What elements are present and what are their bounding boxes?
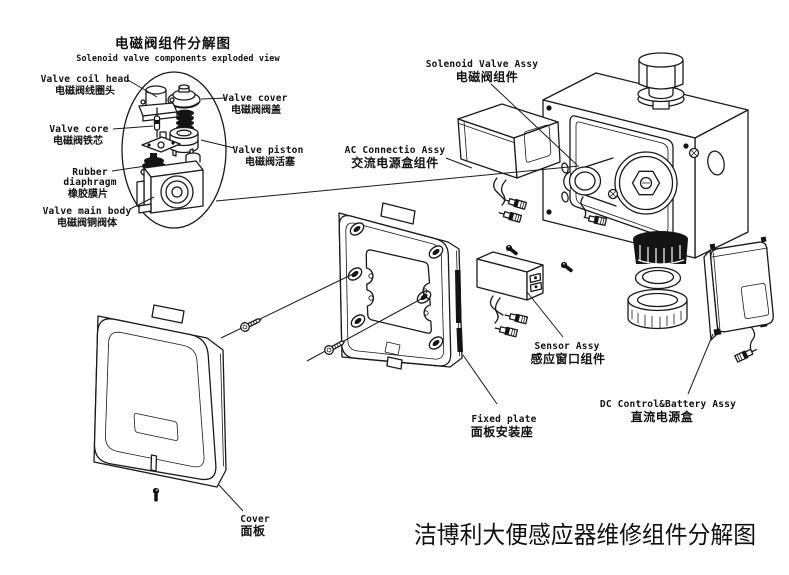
label-cover-en: Cover xyxy=(240,514,270,525)
sensor-window xyxy=(133,413,179,441)
solenoid-valve-box xyxy=(542,52,749,330)
sensor-box xyxy=(476,243,575,338)
valve-main-body-part xyxy=(136,152,204,214)
label-valve-piston-cn: 电磁阀活塞 xyxy=(245,155,296,168)
label-valve-core-cn: 电磁阀铁芯 xyxy=(53,134,103,147)
phillips-screw xyxy=(688,147,700,159)
valve-wire xyxy=(580,196,587,218)
label-rubber-en1: Rubber xyxy=(72,167,108,178)
valve-core-part xyxy=(153,107,161,138)
valve-cavity xyxy=(561,115,700,240)
labels: 电磁阀组件分解图 Solenoid valve components explo… xyxy=(41,35,756,549)
label-valve-cover-en: Valve cover xyxy=(222,93,287,104)
o-ring xyxy=(634,266,682,290)
label-main-body-en: Valve main body xyxy=(43,206,132,217)
label-sensor-assy-en: Sensor Assy xyxy=(534,341,599,352)
valve-cover-part xyxy=(167,84,201,109)
cover-screw xyxy=(152,487,160,502)
sensor-screw xyxy=(504,243,520,257)
inset-ellipse xyxy=(121,71,227,229)
ac-connector xyxy=(497,208,523,223)
label-ac-assy-en: AC Connectio Assy xyxy=(345,145,446,156)
label-sensor-assy-cn: 感应窗口组件 xyxy=(530,351,605,366)
dc-wire xyxy=(749,326,756,352)
valve-piston-part xyxy=(169,126,199,157)
sensor-connector xyxy=(493,324,519,338)
plate-slots xyxy=(347,222,444,350)
ac-wire xyxy=(493,177,505,200)
cover-part xyxy=(93,304,227,488)
phillips-screw xyxy=(607,188,619,200)
ac-connection-box xyxy=(457,103,561,223)
label-main-body-cn: 电磁阀铜阀体 xyxy=(57,216,118,229)
plate-cutout xyxy=(365,249,432,334)
inlet-hex-fitting xyxy=(637,52,685,110)
label-solenoid-assy-cn: 电磁阀组件 xyxy=(456,69,519,84)
valve-bracket-part xyxy=(141,131,181,153)
label-fixed-plate-cn: 面板安装座 xyxy=(471,424,534,439)
sensor-screw xyxy=(559,260,575,274)
dc-control-box xyxy=(703,236,774,363)
ac-connector xyxy=(502,195,528,210)
fixed-plate-part xyxy=(338,202,463,370)
sensor-connector xyxy=(503,311,529,325)
solenoid-exploded-inset xyxy=(121,71,227,229)
sensor-wire xyxy=(494,297,501,324)
label-ac-assy-cn: 交流电源盒组件 xyxy=(351,155,439,170)
label-cover-cn: 面板 xyxy=(240,523,266,538)
label-rubber-en2: diaphragm xyxy=(63,177,116,188)
outlet-pipe xyxy=(633,231,688,265)
label-coil-head-cn: 电磁阀线圈头 xyxy=(55,84,115,97)
lock-nut xyxy=(627,288,688,330)
label-fixed-plate-en: Fixed plate xyxy=(471,414,536,425)
label-dc-assy-en: DC Control&Battery Assy xyxy=(600,399,736,410)
dc-connector xyxy=(734,345,759,363)
leader-lines xyxy=(111,79,714,512)
label-valve-cover-cn: 电磁阀阀盖 xyxy=(231,103,281,116)
ac-wire xyxy=(500,179,507,206)
sensor-wire xyxy=(489,295,504,316)
valve-coil-head-part xyxy=(138,85,178,122)
label-dc-assy-cn: 直流电源盒 xyxy=(631,409,694,424)
cover-slot xyxy=(150,454,158,472)
label-solenoid-assy-en: Solenoid Valve Assy xyxy=(426,59,539,70)
mounting-screw xyxy=(238,314,264,334)
label-coil-head-en: Valve coil head xyxy=(41,74,130,85)
label-valve-piston-en: Valve piston xyxy=(232,145,303,156)
inset-title-cn: 电磁阀组件分解图 xyxy=(115,35,231,52)
inset-title-en: Solenoid valve components exploded view xyxy=(76,53,280,64)
dc-label-window xyxy=(740,283,770,319)
side-hole xyxy=(707,150,725,176)
label-rubber-cn: 橡胶膜片 xyxy=(68,187,108,200)
footer-title: 洁博利大便感应器维修组件分解图 xyxy=(414,521,756,549)
label-valve-core-en: Valve core xyxy=(49,124,108,135)
